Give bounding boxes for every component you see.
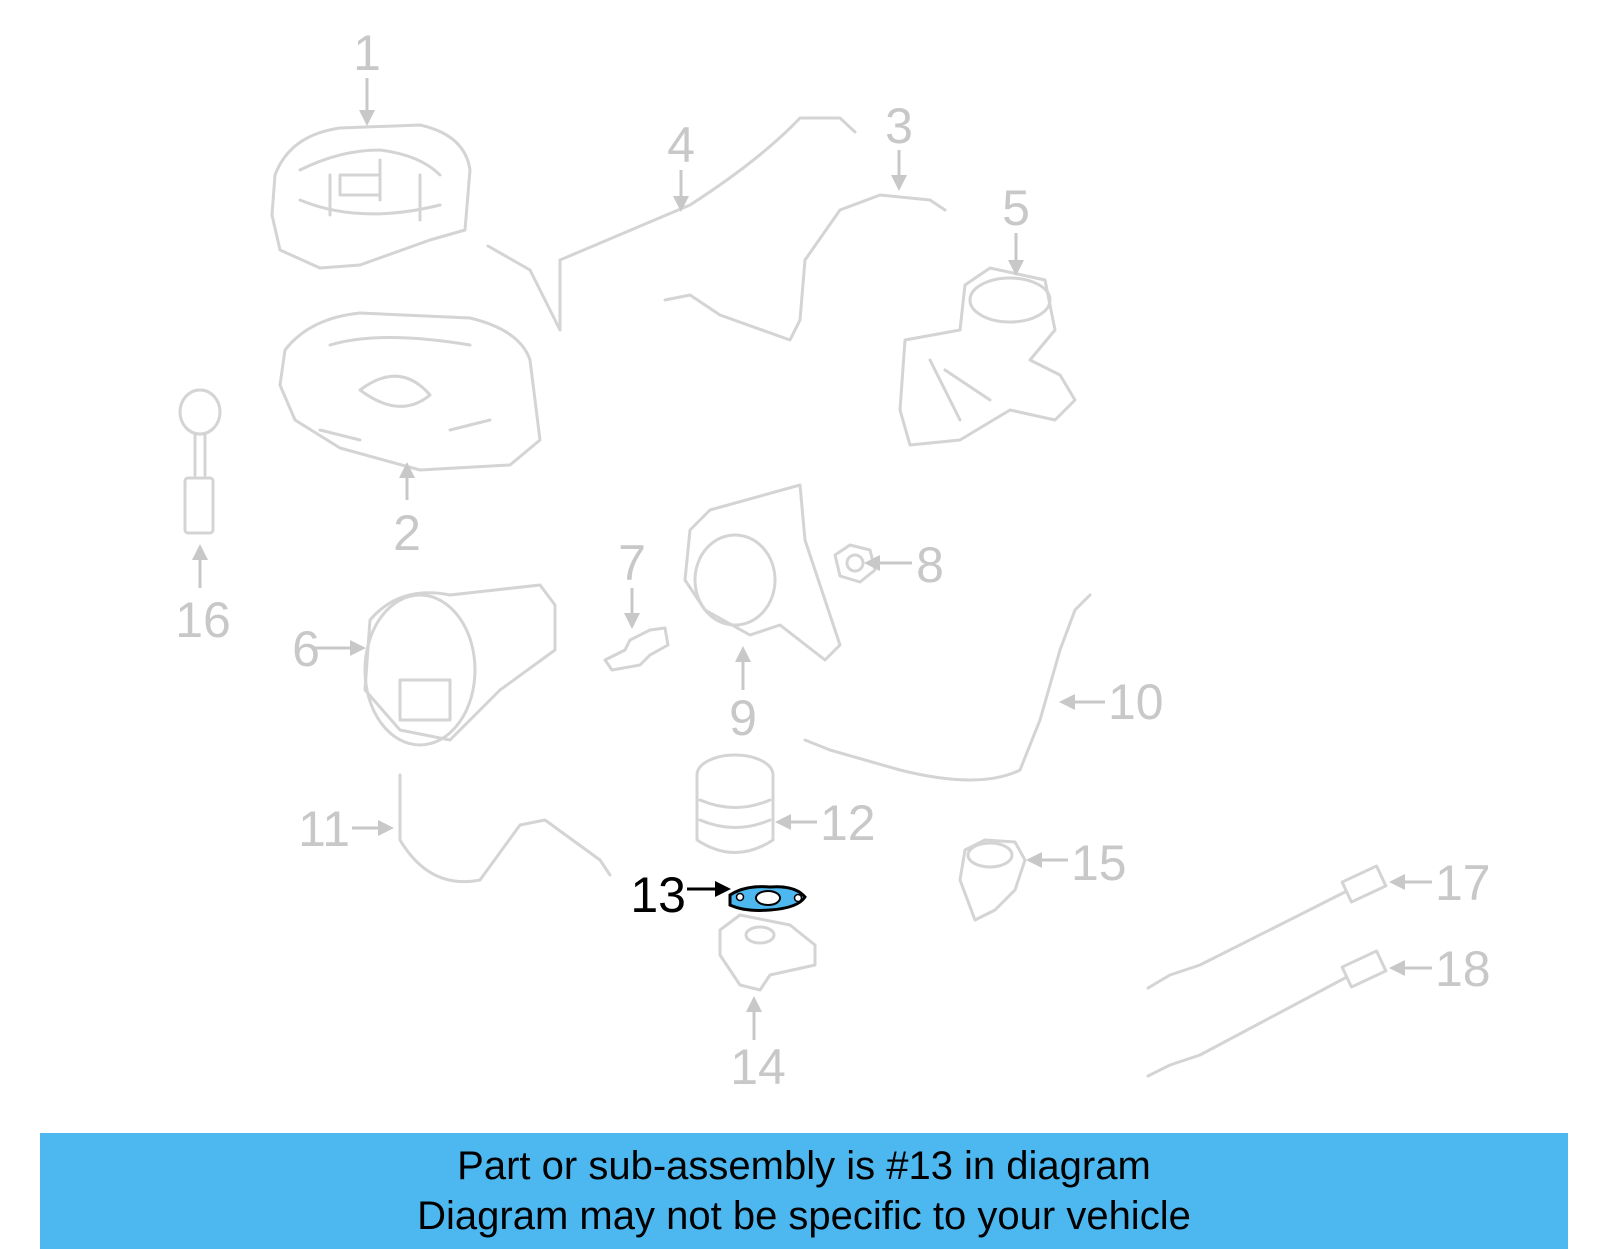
callout-16: 16 (175, 592, 231, 648)
callout-5: 5 (1002, 180, 1030, 236)
part-14-flange (718, 913, 817, 992)
part-2-base-plate (278, 311, 542, 472)
banner-line-1: Part or sub-assembly is #13 in diagram (457, 1144, 1151, 1188)
part-13-gasket (728, 885, 807, 912)
callout-11: 11 (298, 801, 350, 857)
part-3-hose (663, 193, 947, 342)
part-12-valve (695, 753, 775, 854)
callout-14: 14 (730, 1039, 786, 1095)
callout-2: 2 (393, 505, 421, 561)
leader-arrows (192, 78, 1432, 1040)
callout-6: 6 (292, 621, 320, 677)
callout-4: 4 (667, 117, 695, 173)
callout-10: 10 (1108, 674, 1164, 730)
part-8-nut (833, 543, 877, 584)
part-4-hose (486, 116, 857, 332)
callout-9: 9 (729, 690, 757, 746)
part-18-o2-sensor (1146, 949, 1388, 1078)
part-6-air-pump (363, 583, 557, 747)
callout-12: 12 (820, 795, 876, 851)
part-5-valve (898, 266, 1077, 447)
callout-18: 18 (1435, 941, 1491, 997)
part-11-hose (398, 773, 612, 884)
info-banner: Part or sub-assembly is #13 in diagram D… (40, 1133, 1568, 1249)
callout-13: 13 (630, 867, 686, 923)
part-1-cover (270, 123, 472, 270)
banner-line-2: Diagram may not be specific to your vehi… (417, 1194, 1191, 1238)
part-7-check-valve (603, 626, 670, 672)
part-16-sensor (178, 388, 222, 535)
callout-17: 17 (1435, 855, 1491, 911)
part-9-bracket (683, 483, 842, 662)
callout-7: 7 (618, 535, 646, 591)
callout-1: 1 (353, 25, 381, 81)
callout-15: 15 (1071, 835, 1127, 891)
part-15-valve (958, 838, 1027, 922)
part-17-o2-sensor (1146, 864, 1388, 990)
callout-3: 3 (885, 98, 913, 154)
callout-8: 8 (916, 537, 944, 593)
part-10-hose (803, 593, 1092, 782)
